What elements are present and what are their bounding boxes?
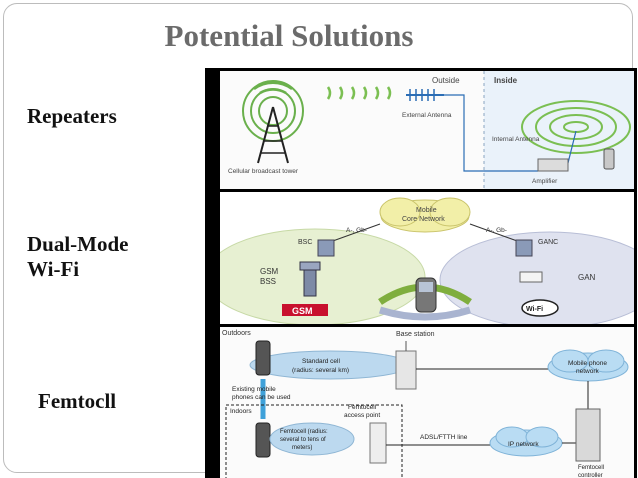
standard-cell-area (249, 350, 411, 380)
femtocell-radius-line3: meters) (292, 445, 312, 451)
mobile-network-cloud (547, 349, 629, 382)
core-network-cloud (379, 197, 471, 233)
femtocell-diagram-svg: Outdoors Base station Standard cell (rad… (222, 330, 629, 478)
gsm-logo-text: GSM (292, 306, 313, 316)
label-dual-mode-line2: Wi-Fi (27, 257, 80, 281)
gsm-logo (282, 304, 328, 316)
label-dual-mode-line1: Dual-Mode (27, 232, 129, 256)
outdoor-phone-icon (255, 340, 271, 376)
ip-network-cloud (489, 426, 563, 457)
gsm-bss-line1: GSM (260, 267, 279, 276)
core-network-line2: Core Network (402, 216, 445, 223)
ip-network-label: IP network (508, 441, 539, 448)
femtocell-access-point-icon (369, 422, 387, 464)
cell-tower-icon (242, 80, 304, 164)
label-dual-mode: Dual-Mode Wi-Fi (27, 232, 129, 282)
dual-mode-diagram-svg: Mobile Core Network A-, Gb- A-, Gb- BSC … (220, 197, 634, 324)
access-point-line1: Femtocell (348, 404, 377, 411)
femtocell-radius-line2: several to tens of (280, 437, 326, 443)
inside-label: Inside (494, 76, 518, 85)
a-gb-left-label: A-, Gb- (346, 227, 367, 234)
tower-label: Cellular broadcast tower (228, 168, 299, 175)
external-antenna-label: External Antenna (402, 112, 452, 119)
bsc-link (329, 223, 381, 243)
existing-phones-line1: Existing mobile (232, 386, 276, 393)
internal-antenna-icon (521, 100, 631, 154)
mobile-network-line2: network (576, 368, 600, 375)
signal-waves (326, 86, 392, 100)
indoor-boundary (225, 404, 403, 478)
slide-title: Potential Solutions (164, 18, 414, 53)
core-network-line1: Mobile (416, 207, 437, 214)
label-repeaters: Repeaters (27, 104, 117, 128)
handset-screen (419, 282, 433, 292)
gsm-bss-line2: BSS (260, 277, 276, 286)
existing-phones-line2: phones can be used (232, 394, 291, 401)
amplifier-cable (567, 130, 577, 164)
controller-line1: Femtocell (578, 465, 604, 471)
ganc-icon (515, 239, 533, 257)
wifi-logo (521, 299, 559, 317)
wifi-router-icon (519, 271, 543, 283)
mobile-network-line1: Mobile phone (568, 360, 607, 367)
amplifier-label: Amplifier (532, 178, 558, 185)
mobile-phone-icon (603, 148, 615, 170)
diagram-image: Outside Inside Cellular broadcast tower (205, 68, 637, 478)
bsc-icon (317, 239, 335, 257)
base-station-icon (395, 350, 417, 390)
internal-antenna-label: Internal Antenna (492, 136, 540, 143)
repeater-diagram: Outside Inside Cellular broadcast tower (220, 71, 634, 189)
standard-cell-line2: (radius: several km) (292, 367, 349, 374)
ganc-link (469, 223, 521, 243)
handover-arrow-right (378, 306, 472, 321)
gan-label: GAN (578, 273, 596, 282)
repeater-diagram-svg: Outside Inside Cellular broadcast tower (228, 71, 634, 189)
wifi-logo-text: Wi-Fi (526, 306, 543, 313)
a-gb-right-label: A-, Gb- (486, 227, 507, 234)
femtocell-controller-icon (575, 408, 601, 462)
access-point-line2: access point (344, 412, 380, 419)
standard-cell-line1: Standard cell (302, 358, 340, 365)
label-femtocell: Femtocll (38, 389, 117, 413)
amplifier-icon (537, 158, 569, 172)
dual-mode-diagram: Mobile Core Network A-, Gb- A-, Gb- BSC … (220, 192, 634, 324)
adsl-label: ADSL/FTTH line (420, 434, 468, 441)
outdoors-label: Outdoors (222, 330, 251, 337)
base-station-label: Base station (396, 331, 435, 338)
femtocell-diagram: Outdoors Base station Standard cell (rad… (220, 327, 634, 478)
indoors-label: Indoors (230, 408, 252, 415)
indoor-phone-icon (255, 422, 271, 458)
femtocell-radius-line1: Femtocell (radius: (280, 429, 328, 435)
gsm-tower-icon (299, 261, 321, 297)
external-antenna-icon (406, 89, 444, 101)
antenna-cable (444, 94, 538, 172)
controller-line2: controller (578, 473, 603, 478)
femtocell-area (269, 422, 355, 456)
ganc-label: GANC (538, 239, 558, 246)
gsm-coverage-area (220, 228, 426, 324)
bsc-label: BSC (298, 239, 312, 246)
outside-label: Outside (432, 76, 460, 85)
